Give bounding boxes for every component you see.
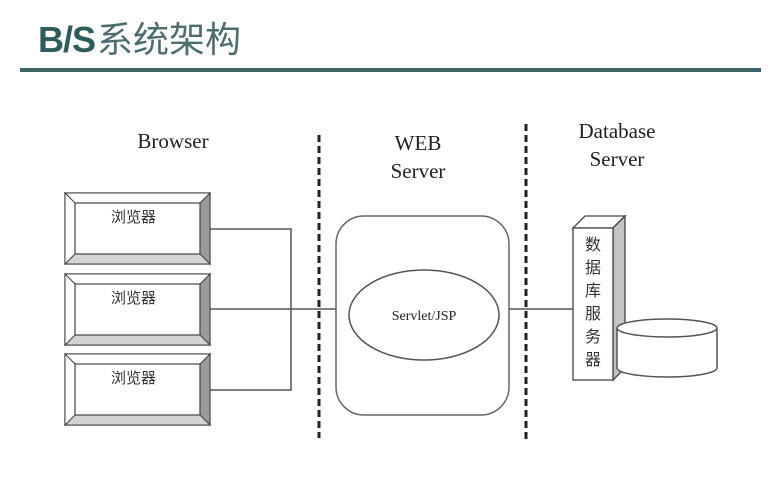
bevel-left: [64, 272, 76, 347]
db-server-label-char: 数: [585, 235, 601, 254]
title-divider: [20, 68, 761, 72]
db-server-label-char: 器: [585, 350, 601, 369]
browser-box: 浏览器: [63, 272, 212, 347]
bevel-right: [199, 352, 211, 427]
bevel-top: [63, 273, 212, 285]
browser-box: 浏览器: [63, 191, 212, 266]
bevel-bottom: [63, 253, 212, 265]
bevel-left: [64, 352, 76, 427]
title-prefix: B/S: [38, 19, 96, 60]
tier-label-web-line2: Server: [391, 159, 446, 183]
browser-box-face: [74, 283, 201, 336]
page-title: B/S系统架构: [38, 18, 241, 63]
bevel-bottom: [63, 334, 212, 346]
browser-label: 浏览器: [111, 369, 156, 387]
db-server-label-char: 务: [585, 327, 601, 346]
db-server-label-char: 服: [585, 304, 601, 323]
cylinder-top: [616, 318, 718, 338]
servlet-jsp-label: Servlet/JSP: [392, 309, 457, 324]
browser-box-face: [74, 363, 201, 416]
browser-box-face: [74, 202, 201, 255]
bevel-right: [199, 272, 211, 347]
tower-front-face: [572, 227, 614, 381]
bevel-right: [199, 191, 211, 266]
bevel-top: [63, 353, 212, 365]
title-text: 系统架构: [97, 20, 242, 61]
cylinder-body: [616, 328, 718, 378]
bevel-bottom: [63, 414, 212, 426]
db-server-label-char: 库: [585, 281, 601, 300]
browser-label: 浏览器: [111, 289, 156, 307]
tier-label-db-line1: Database: [579, 119, 656, 143]
database-cylinder: [616, 318, 718, 378]
bevel-top: [63, 192, 212, 204]
db-server-label-char: 据: [585, 258, 601, 277]
tier-label-browser: Browser: [137, 129, 208, 153]
tier-label-db-line2: Server: [590, 147, 645, 171]
bevel-left: [64, 191, 76, 266]
browser-label: 浏览器: [111, 208, 156, 226]
tier-label-web-line1: WEB: [395, 131, 442, 155]
browser-box: 浏览器: [63, 352, 212, 427]
servlet-jsp-ellipse: [348, 269, 500, 361]
